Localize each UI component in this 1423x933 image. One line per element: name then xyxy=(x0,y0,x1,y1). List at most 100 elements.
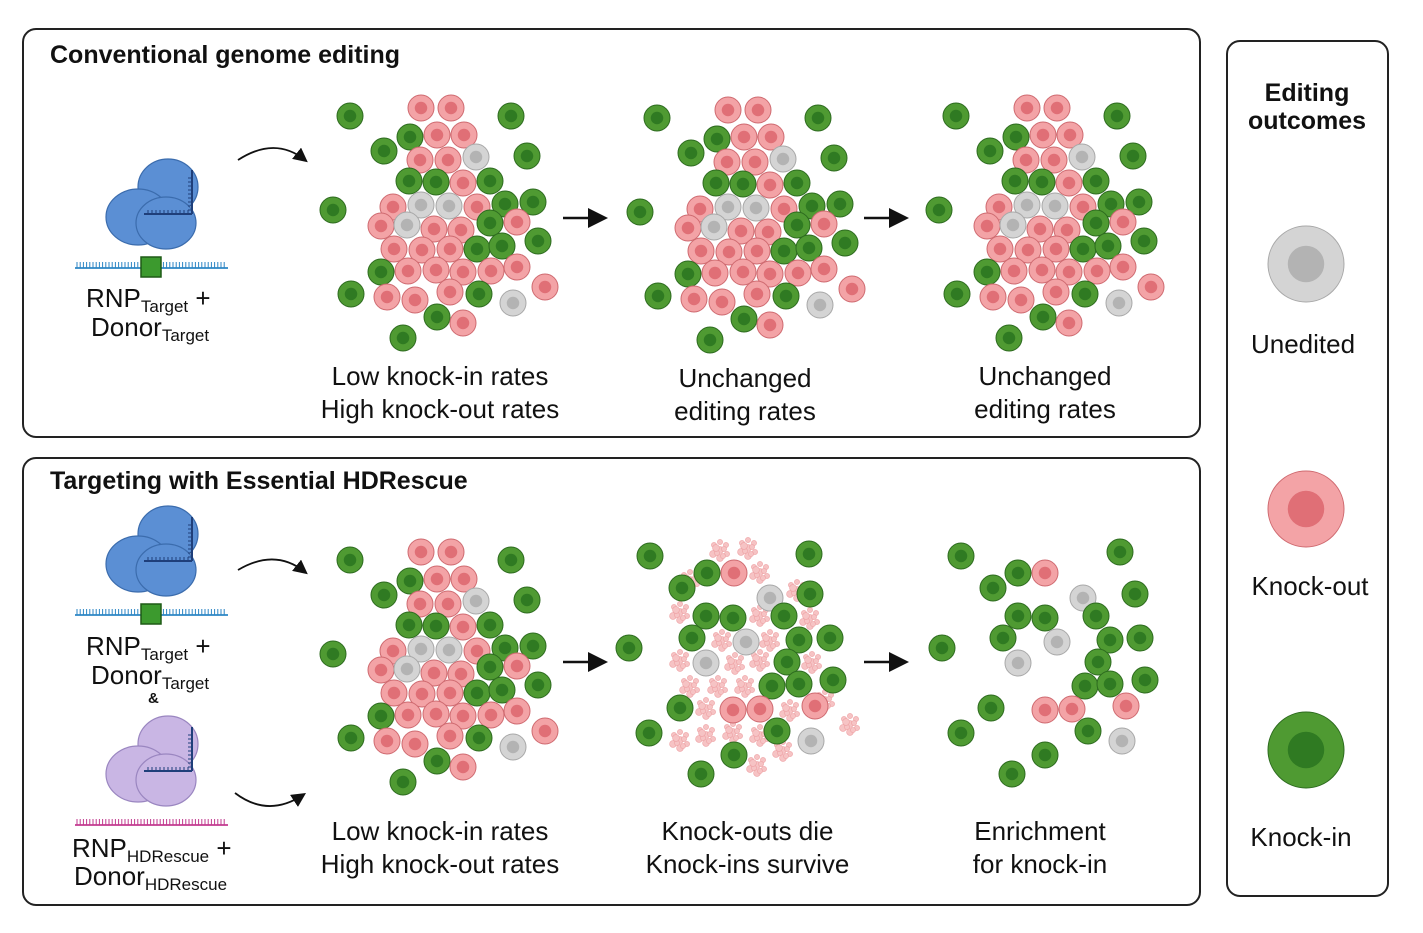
knockout-cell-icon xyxy=(449,258,477,286)
knockout-cell-icon xyxy=(434,146,462,174)
knockout-cell-icon xyxy=(503,697,531,725)
knockout-cell-icon xyxy=(422,700,450,728)
knockin-cell-icon xyxy=(395,611,423,639)
knockin-cell-icon xyxy=(422,612,450,640)
dead-cell-debris-icon xyxy=(669,649,690,672)
knockin-cell-icon xyxy=(763,717,791,745)
knockout-cell-icon xyxy=(436,722,464,750)
knockout-cell-icon xyxy=(687,237,715,265)
knockin-cell-icon xyxy=(519,188,547,216)
knockin-cell-icon xyxy=(488,232,516,260)
knockout-cell-icon xyxy=(714,96,742,124)
curved-arrow xyxy=(237,558,308,575)
knockin-cell-icon xyxy=(770,602,798,630)
unedited-cell-icon xyxy=(393,655,421,683)
knockin-cell-icon xyxy=(943,280,971,308)
knockout-cell-icon xyxy=(373,727,401,755)
knockin-cell-icon xyxy=(1004,602,1032,630)
knockin-cell-icon xyxy=(1002,123,1030,151)
knockin-cell-icon xyxy=(367,702,395,730)
knockout-cell-icon xyxy=(979,283,1007,311)
unedited-cell-icon xyxy=(1108,727,1136,755)
knockout-cell-icon xyxy=(407,94,435,122)
knockout-cell-icon xyxy=(434,590,462,618)
knockin-cell-icon xyxy=(678,624,706,652)
dead-cell-debris-icon xyxy=(679,675,700,698)
knockin-cell-icon xyxy=(476,167,504,195)
knockin-cell-icon xyxy=(463,679,491,707)
conventional-panel-title: Conventional genome editing xyxy=(50,41,401,69)
knockout-cell-icon xyxy=(708,288,736,316)
knockout-cell-icon xyxy=(477,701,505,729)
knockin-cell-icon xyxy=(519,632,547,660)
knockout-cell-icon xyxy=(420,659,448,687)
knockin-cell-icon xyxy=(977,694,1005,722)
knockin-cell-icon xyxy=(668,574,696,602)
knockout-cell-icon xyxy=(730,123,758,151)
knockin-cell-icon xyxy=(1125,188,1153,216)
knockin-cell-icon xyxy=(337,280,365,308)
knockout-cell-icon xyxy=(741,148,769,176)
unedited-cell-icon xyxy=(692,649,720,677)
knockout-cell-icon xyxy=(719,696,747,724)
knockout-cell-icon xyxy=(1043,94,1071,122)
unedited-cell-icon xyxy=(769,145,797,173)
knockin-cell-icon xyxy=(643,104,671,132)
knockin-cell-icon xyxy=(395,167,423,195)
knockin-cell-icon xyxy=(1028,168,1056,196)
knockin-cell-icon xyxy=(674,260,702,288)
knockout-cell-icon xyxy=(1137,273,1165,301)
dead-cell-debris-icon xyxy=(759,629,780,652)
knockout-cell-icon xyxy=(406,590,434,618)
knockout-cell-icon xyxy=(373,283,401,311)
unedited-cell-icon xyxy=(462,587,490,615)
knockout-cell-icon xyxy=(727,217,755,245)
dead-cell-debris-icon xyxy=(839,713,860,736)
knockin-cell-icon xyxy=(1029,303,1057,331)
knockin-cell-icon xyxy=(795,234,823,262)
knockin-cell-icon xyxy=(692,602,720,630)
knockin-cell-icon xyxy=(367,258,395,286)
knockin-cell-icon xyxy=(396,567,424,595)
donor-target-label: DonorTarget xyxy=(91,312,210,345)
knockout-cell-icon xyxy=(420,215,448,243)
knockin-cell-icon xyxy=(1031,604,1059,632)
knockin-cell-icon xyxy=(370,137,398,165)
dead-cell-debris-icon xyxy=(709,539,730,562)
knockin-cell-icon xyxy=(770,237,798,265)
knockin-cell-icon xyxy=(319,196,347,224)
knockin-cell-icon xyxy=(1082,209,1110,237)
dead-cell-debris-icon xyxy=(737,537,758,560)
knockin-cell-icon xyxy=(636,542,664,570)
donor-hdrescue-label: DonorHDRescue xyxy=(74,861,228,894)
knockout-cell-icon xyxy=(986,235,1014,263)
knockin-cell-icon xyxy=(796,580,824,608)
knockin-cell-icon xyxy=(513,142,541,170)
knockin-cell-icon xyxy=(476,611,504,639)
knockout-cell-icon xyxy=(713,148,741,176)
knockin-cell-icon xyxy=(626,198,654,226)
knockout-cell-icon xyxy=(1109,208,1137,236)
knockout-cell-icon xyxy=(985,193,1013,221)
knockout-cell-icon xyxy=(379,637,407,665)
knockin-cell-icon xyxy=(463,235,491,263)
dead-cell-debris-icon xyxy=(749,649,770,672)
unedited-cell-icon xyxy=(806,291,834,319)
knockout-cell-icon xyxy=(1000,257,1028,285)
knockin-cell-icon xyxy=(925,196,953,224)
knockout-cell-icon xyxy=(680,285,708,313)
knockin-cell-icon xyxy=(497,546,525,574)
knockout-cell-icon xyxy=(1028,256,1056,284)
knockout-cell-icon xyxy=(720,559,748,587)
knockout-cell-icon xyxy=(408,236,436,264)
knockout-cell-icon xyxy=(423,121,451,149)
knockout-cell-icon xyxy=(1014,236,1042,264)
unedited-cell-icon xyxy=(499,733,527,761)
unedited-cell-icon xyxy=(1068,143,1096,171)
knockout-cell-icon xyxy=(531,717,559,745)
knockin-cell-icon xyxy=(1126,624,1154,652)
knockin-cell-icon xyxy=(465,280,493,308)
unedited-cell-icon xyxy=(1013,191,1041,219)
